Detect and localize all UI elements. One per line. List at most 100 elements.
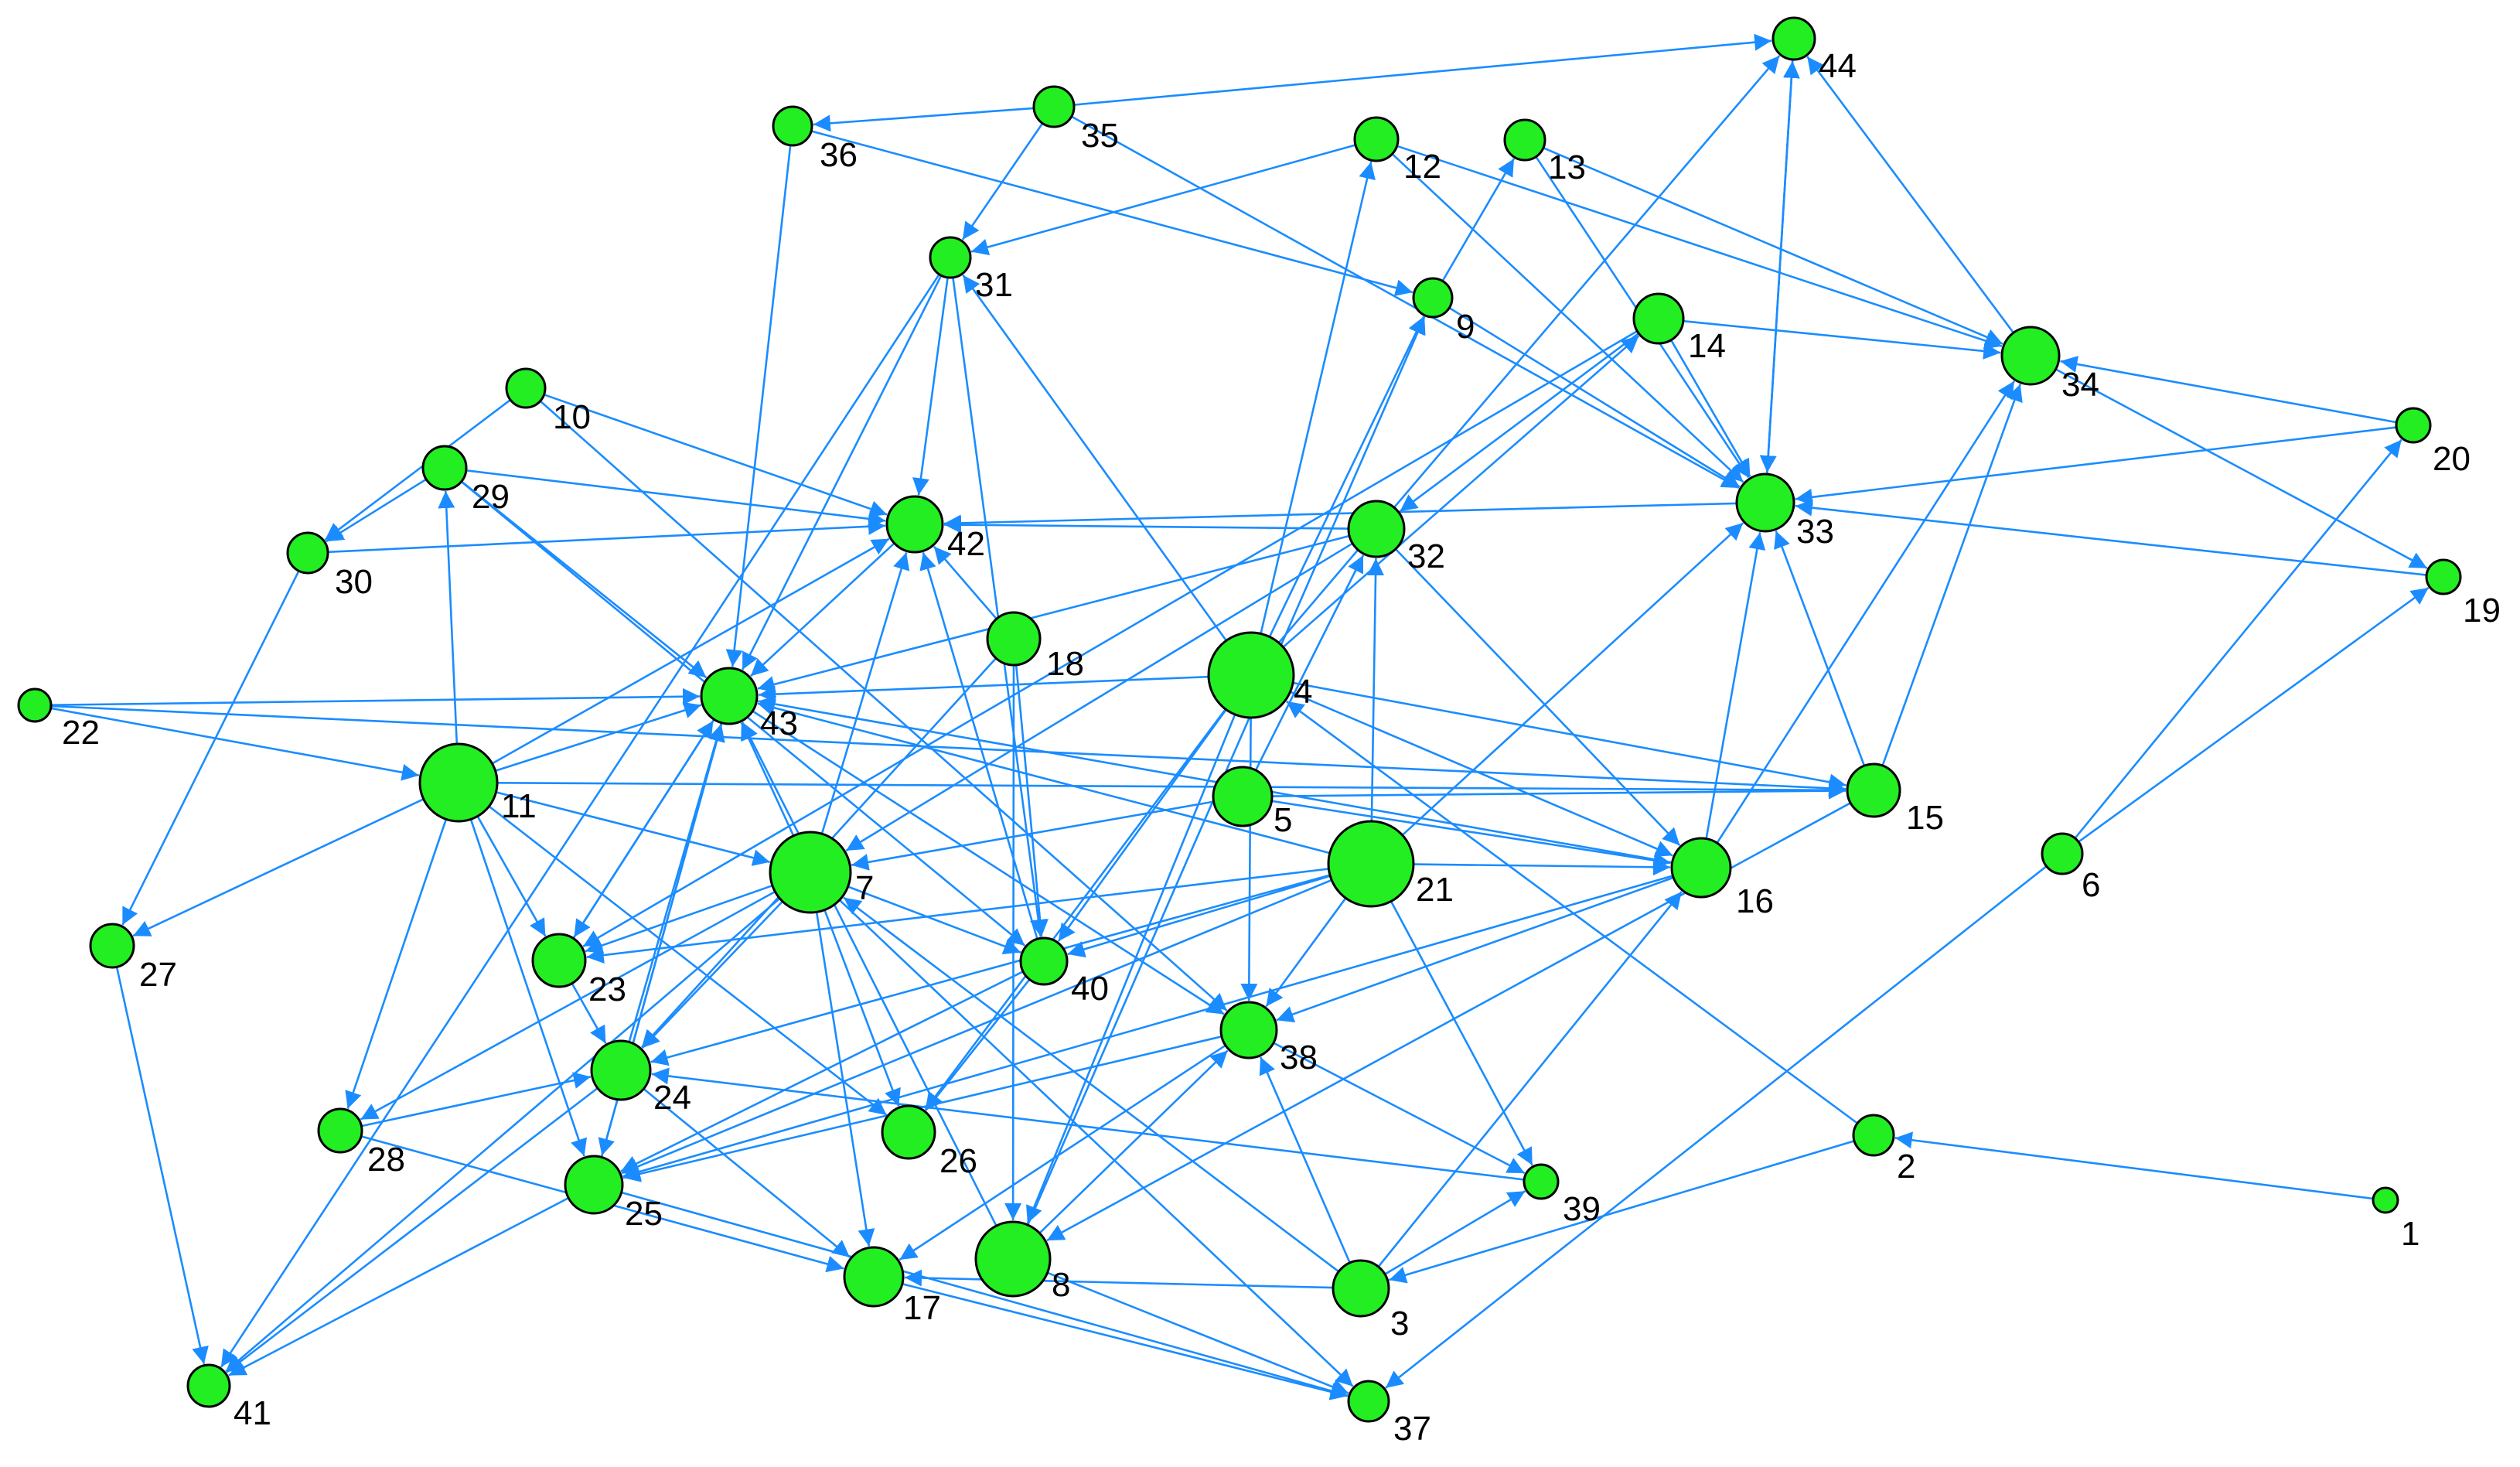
node-label-36: 36 bbox=[820, 136, 858, 174]
node-37[interactable] bbox=[1347, 1380, 1390, 1423]
node-38[interactable] bbox=[1219, 1001, 1278, 1059]
node-31[interactable] bbox=[929, 236, 972, 279]
edge-16-to-38 bbox=[1276, 876, 1674, 1023]
node-label-25: 25 bbox=[625, 1195, 663, 1233]
node-2[interactable] bbox=[1852, 1114, 1895, 1157]
edge-3-to-17 bbox=[904, 1269, 1334, 1289]
edge-7-to-43 bbox=[740, 722, 795, 837]
node-28[interactable] bbox=[317, 1107, 363, 1154]
node-26[interactable] bbox=[881, 1104, 936, 1160]
node-6[interactable] bbox=[2041, 832, 2084, 875]
node-25[interactable] bbox=[564, 1155, 624, 1215]
edge-14-to-34 bbox=[1683, 319, 2001, 360]
edge-42-to-43 bbox=[750, 542, 895, 677]
node-21[interactable] bbox=[1327, 820, 1415, 908]
edge-43-to-38 bbox=[752, 710, 1225, 1015]
edge-32-to-7 bbox=[845, 542, 1353, 852]
node-18[interactable] bbox=[986, 611, 1042, 667]
edge-8-to-43 bbox=[741, 722, 997, 1226]
edge-21-to-24 bbox=[650, 874, 1331, 1066]
edge-28-to-24 bbox=[361, 1072, 592, 1128]
edge-20-to-34 bbox=[2060, 356, 2397, 424]
edge-32-to-16 bbox=[1394, 548, 1681, 846]
node-8[interactable] bbox=[974, 1220, 1052, 1298]
edge-21-to-32 bbox=[1367, 558, 1385, 822]
node-40[interactable] bbox=[1019, 936, 1069, 986]
edge-43-to-23 bbox=[573, 718, 715, 938]
node-label-30: 30 bbox=[335, 563, 373, 601]
edge-7-to-26 bbox=[824, 909, 901, 1107]
edge-7-to-23 bbox=[585, 884, 773, 954]
node-label-11: 11 bbox=[501, 787, 537, 825]
node-20[interactable] bbox=[2395, 407, 2432, 444]
edge-31-to-40 bbox=[952, 277, 1047, 937]
node-4[interactable] bbox=[1207, 631, 1295, 719]
edge-29-to-42 bbox=[465, 469, 886, 527]
edge-21-to-23 bbox=[586, 868, 1329, 964]
node-15[interactable] bbox=[1846, 762, 1901, 818]
node-label-21: 21 bbox=[1416, 871, 1454, 909]
node-44[interactable] bbox=[1772, 16, 1816, 61]
node-27[interactable] bbox=[89, 923, 135, 969]
node-5[interactable] bbox=[1212, 766, 1274, 827]
node-35[interactable] bbox=[1032, 85, 1076, 128]
node-19[interactable] bbox=[2425, 558, 2462, 595]
node-1[interactable] bbox=[2372, 1186, 2399, 1214]
edge-15-to-33 bbox=[1774, 531, 1866, 766]
node-32[interactable] bbox=[1347, 500, 1406, 558]
node-12[interactable] bbox=[1353, 116, 1400, 162]
node-label-17: 17 bbox=[903, 1289, 941, 1327]
edge-12-to-33 bbox=[1391, 153, 1744, 483]
node-33[interactable] bbox=[1735, 473, 1795, 533]
node-22[interactable] bbox=[17, 687, 53, 723]
node-label-39: 39 bbox=[1563, 1190, 1601, 1228]
node-label-4: 4 bbox=[1294, 673, 1312, 711]
edge-4-to-14 bbox=[1282, 335, 1640, 648]
node-14[interactable] bbox=[1632, 292, 1685, 345]
node-24[interactable] bbox=[590, 1039, 652, 1101]
edge-6-to-20 bbox=[2074, 438, 2402, 839]
node-41[interactable] bbox=[186, 1363, 231, 1408]
node-label-6: 6 bbox=[2082, 866, 2100, 904]
edge-4-to-15 bbox=[1292, 681, 1847, 791]
edge-23-to-24 bbox=[571, 982, 607, 1044]
node-label-37: 37 bbox=[1393, 1410, 1431, 1448]
edge-7-to-41 bbox=[225, 897, 781, 1373]
node-34[interactable] bbox=[2000, 326, 2061, 386]
node-label-8: 8 bbox=[1052, 1266, 1070, 1304]
node-3[interactable] bbox=[1332, 1259, 1390, 1318]
edge-8-to-38 bbox=[1038, 1049, 1229, 1234]
node-9[interactable] bbox=[1412, 277, 1454, 319]
node-label-5: 5 bbox=[1274, 801, 1292, 839]
node-label-3: 3 bbox=[1390, 1305, 1409, 1342]
node-36[interactable] bbox=[772, 105, 813, 147]
node-label-13: 13 bbox=[1548, 148, 1586, 186]
edge-layer bbox=[50, 33, 2430, 1400]
edge-16-to-43 bbox=[758, 695, 1673, 864]
edge-22-to-15 bbox=[50, 705, 1847, 797]
edge-15-to-34 bbox=[1881, 384, 2023, 766]
edge-7-to-24 bbox=[641, 900, 783, 1049]
node-16[interactable] bbox=[1670, 837, 1732, 899]
node-29[interactable] bbox=[421, 445, 468, 491]
node-7[interactable] bbox=[769, 831, 852, 914]
node-42[interactable] bbox=[885, 495, 944, 554]
node-17[interactable] bbox=[843, 1246, 905, 1308]
node-11[interactable] bbox=[418, 742, 499, 823]
edge-21-to-40 bbox=[1067, 875, 1331, 958]
node-23[interactable] bbox=[531, 933, 587, 988]
edge-40-to-42 bbox=[919, 552, 1038, 940]
node-13[interactable] bbox=[1503, 118, 1546, 162]
edge-32-to-43 bbox=[757, 534, 1350, 693]
node-label-12: 12 bbox=[1403, 148, 1441, 186]
edge-8-to-37 bbox=[1047, 1271, 1349, 1395]
node-label-15: 15 bbox=[1906, 799, 1944, 837]
node-39[interactable] bbox=[1523, 1163, 1560, 1200]
edge-40-to-25 bbox=[620, 971, 1024, 1172]
node-30[interactable] bbox=[286, 531, 329, 575]
node-label-27: 27 bbox=[139, 956, 177, 994]
edge-27-to-41 bbox=[115, 967, 209, 1364]
node-10[interactable] bbox=[505, 367, 547, 409]
node-43[interactable] bbox=[700, 667, 759, 725]
